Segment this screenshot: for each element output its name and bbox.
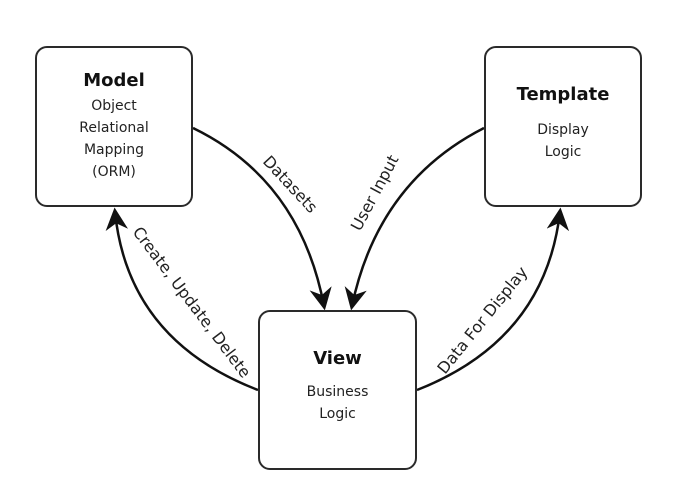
model-line: Relational bbox=[79, 120, 149, 136]
view-title: View bbox=[313, 348, 362, 369]
model-box: Model Object Relational Mapping (ORM) bbox=[35, 46, 193, 207]
view-line: Logic bbox=[319, 406, 356, 422]
user-input-label: User Input bbox=[347, 152, 403, 234]
template-line: Display bbox=[537, 122, 589, 138]
model-line: Object bbox=[91, 98, 137, 114]
model-line: (ORM) bbox=[92, 164, 136, 180]
data-for-display-arrow bbox=[416, 207, 570, 392]
template-box: Template Display Logic bbox=[484, 46, 642, 207]
create-update-delete-label: Create, Update, Delete bbox=[129, 223, 255, 381]
user-input-arrow bbox=[344, 126, 485, 311]
template-line: Logic bbox=[544, 144, 582, 160]
datasets-arrow bbox=[192, 126, 332, 311]
create-update-delete-arrow bbox=[105, 207, 259, 392]
model-title: Model bbox=[83, 70, 145, 91]
model-line: Mapping bbox=[83, 142, 145, 158]
view-box: View Business Logic bbox=[258, 310, 417, 470]
template-title: Template bbox=[516, 84, 610, 105]
view-line: Business bbox=[306, 384, 369, 400]
